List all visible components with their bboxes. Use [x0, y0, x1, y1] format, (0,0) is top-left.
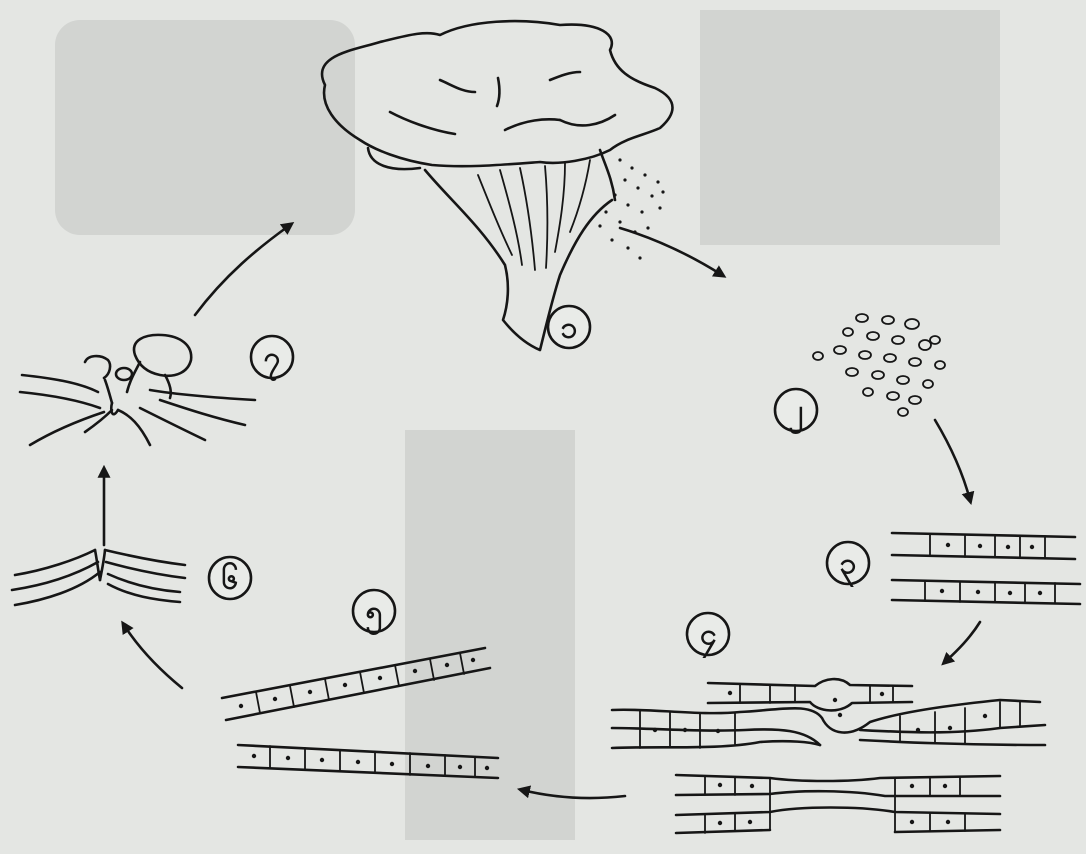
stage-label-6: ၆: [209, 557, 251, 599]
background-shadow: [55, 10, 1000, 840]
stage-label-1-text: ၁: [561, 311, 578, 346]
stage-label-1: ၁: [548, 306, 590, 348]
arrow-3-to-4: [945, 622, 980, 662]
spores-illustration: [813, 314, 945, 416]
arrow-5-to-6: [124, 625, 182, 688]
primary-hyphae-illustration: [892, 533, 1080, 604]
mycelium-illustration: [12, 550, 185, 605]
stage-label-3: ၃: [827, 542, 869, 589]
stage-label-2: ၂: [775, 389, 817, 436]
arrow-7-to-1: [195, 225, 290, 315]
stage-label-6-text: ၆: [222, 560, 239, 597]
young-mushroom-illustration: [20, 335, 255, 445]
arrow-2-to-3: [935, 420, 970, 500]
fruiting-body-illustration: [322, 21, 672, 350]
stage-label-5: ၅: [353, 590, 395, 637]
stage-label-4: ၄: [687, 613, 729, 660]
stage-label-7: ၇: [251, 336, 293, 383]
hyphae-fusion-illustration: [612, 679, 1045, 833]
